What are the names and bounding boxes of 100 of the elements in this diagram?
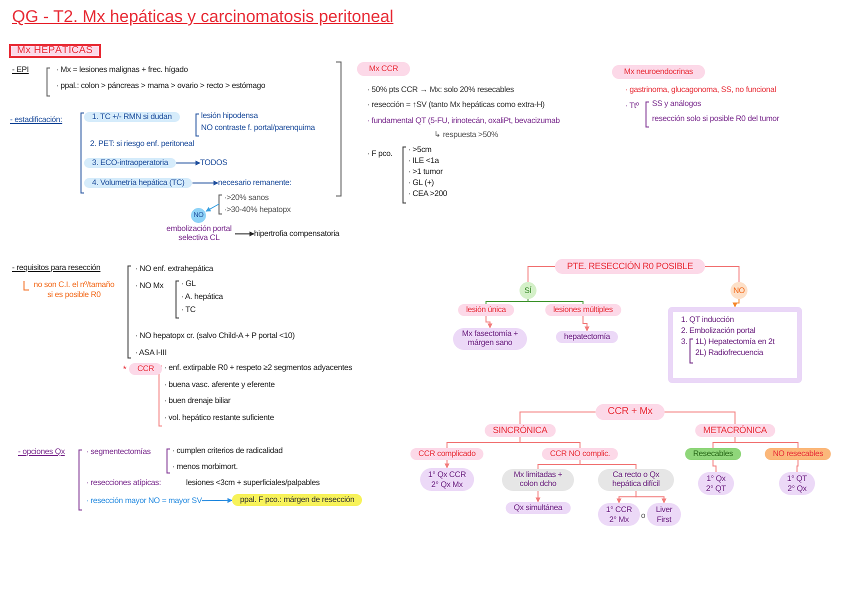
note-text: · A. hepática [181,293,223,301]
note-text: · >1 tumor [408,168,443,176]
text-line: ·>20% sanos [224,194,270,202]
branch-pill: NO resecables [764,448,832,460]
note-text: · enf. extirpable R0 + respeto ≥2 segmentos adyacentes [164,364,352,372]
text-line: 2° Qx [787,484,807,494]
highlight-pill: ppal. F pco.: márgen de resección [232,494,362,506]
source-text: · resección mayor NO = mayor SV [86,497,202,505]
note-text: lesiones <3cm + superficiales/palpables [186,479,320,487]
arrow [201,498,232,503]
note-text: SS y análogos [652,100,701,108]
arrow [636,490,666,504]
list-item: 1. QT inducción [681,316,735,324]
note-text: ↳ respuesta >50% [434,131,498,139]
connector-line [528,266,556,282]
connector-line [486,298,528,304]
note-text: 2. PET: si riesgo enf. peritoneal [90,140,194,148]
note-text: · Mx = lesiones malignas + frec. hígado [56,66,188,74]
note-text: lesión hipodensa [201,112,258,120]
note-text: · Ttº [625,102,639,110]
connector-line [528,298,584,304]
highlight-pill: 3. ECO-intraoperatoria [84,158,176,168]
target-text: necesario remanente: [218,179,292,187]
note-text: resección solo si posible R0 del tumor [652,115,780,123]
arrow [176,160,200,166]
title: QG - T2. Mx hepáticas y carcinomatosis peritoneal [12,8,394,25]
text-line: 1° Qx [706,474,726,484]
section-label: - opciones Qx [18,448,65,456]
note-text: o [641,512,646,520]
note-text: · NO Mx [135,282,164,290]
section-label: - estadificación: [10,116,62,124]
note-text: · >5cm [408,146,432,154]
branch-pill: SINCRÓNICA [484,424,556,437]
note-text: · cumplen criterios de radicalidad [172,447,283,455]
note-text: · TC [181,306,196,314]
branch-pill: CCR complicado [410,448,484,460]
note-text: · ASA I-III [135,349,167,357]
note-text: · NO hepatopx cr. (salvo Child-A + P portal <10) [135,332,295,340]
outcome-pill: Mx fasectomía + márgen sano [453,328,527,350]
branch-pill: METACRÓNICA [695,424,775,437]
option-list-box [668,307,802,383]
text-line: ·>30-40% hepatopx [224,206,291,214]
source-text: embolización portal selectiva CL [163,225,235,243]
connector-line [580,460,636,470]
list-item: 1L) Hepatectomía en 2t [695,338,774,346]
note-text: · GL (+) [408,179,434,187]
arrow [234,231,254,236]
note-text: · 50% pts CCR → Mx: solo 20% resecables [367,86,514,94]
target-text: TODOS [200,159,228,167]
text-line: 1° CCR [606,505,632,515]
note-text: · ILE <1a [408,157,439,165]
text-line: 2° Qx Mx [431,480,463,490]
outcome-pill [598,503,640,526]
outcome-pill [420,468,474,492]
note-text: · segmentectomías [86,448,151,456]
branch-pill: lesión única [458,304,514,316]
root-pill: PTE. RESECCIÓN R0 POSIBLE [554,259,706,274]
note-text: · CEA >200 [408,190,448,198]
root-pill: CCR + Mx [596,404,664,420]
text-line: 1° Qx CCR [428,470,466,480]
section-label: - EPI [12,66,29,74]
target-text: hipertrofia compensatoria [254,230,340,238]
note-text: · ppal.: colon > páncreas > mama > ovario > recto > estómago [56,82,266,90]
arrow [536,490,540,502]
branch-pill: CCR NO complic. [542,448,618,460]
note-text: no son C.I. el nº/tamaño si es posible R0 [32,280,116,300]
outcome-pill [779,472,815,496]
list-item: 2. Embolización portal [681,327,756,335]
text-line: 2° QT [706,484,726,494]
note-text: · buen drenaje biliar [164,397,231,405]
note-text: · F pco. [367,150,393,158]
branch-pill: lesiones múltiples [545,304,621,316]
note-text: · buena vasc. aferente y eferente [164,381,275,389]
connector-line [664,412,736,424]
note-text: · GL [181,280,196,288]
list-item: 2L) Radiofrecuencia [695,349,764,357]
heading-box: Mx HEPÁTICAS [9,44,101,58]
note-text: · NO enf. extrahepática [135,265,214,273]
note-text: · fundamental QT (5-FU, irinotecán, oxaliPt, bevacizumab [367,117,560,125]
highlight-pill: 4. Volumetría hepática (TC) [84,178,192,188]
section-label: - requisitos para resección [12,264,100,272]
condition-pill: Ca recto o Qx hepática difícil [598,469,674,491]
section-pill: Mx neuroendocrinas [612,65,705,79]
connector-line [712,460,716,472]
connector-line [520,412,596,424]
arrow [486,316,492,328]
arrow [582,316,590,332]
note-text: · resecciones atípicas: [86,479,161,487]
section-pill: Mx CCR [357,62,410,76]
highlight-pill: CCR [129,363,162,375]
arrow [192,180,218,186]
condition-pill: Mx limitadas + colon dcho [502,469,574,491]
outcome-pill: hepatectomía [556,331,618,343]
list-item: 3. [681,338,688,346]
branch-pill: Resecables [685,448,741,460]
outcome-pill: Liver First [647,503,681,526]
connector-line [796,460,798,472]
arrow [732,298,740,308]
text-line: 1° QT [787,474,807,484]
note-text: · vol. hepático restante suficiente [164,414,274,422]
